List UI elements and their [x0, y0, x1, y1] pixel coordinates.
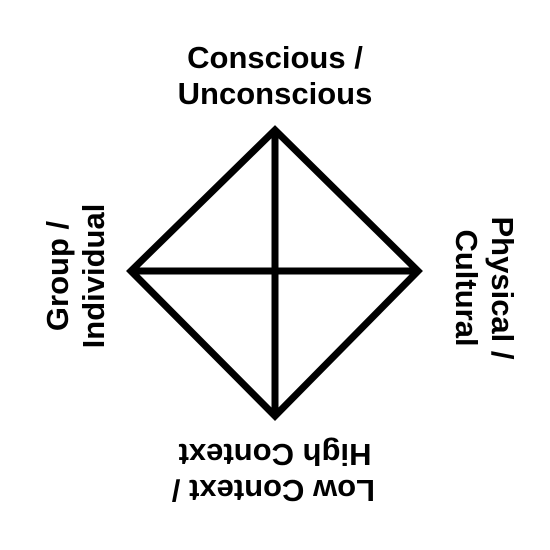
label-top-line-1: Conscious /: [187, 40, 363, 75]
label-top-line-2: Unconscious: [177, 76, 373, 111]
label-physical-cultural: Physical / Cultural: [448, 188, 520, 388]
label-low-high-context: Low Context / High Context: [171, 436, 375, 508]
label-group-individual: Group / Individual: [40, 176, 112, 376]
label-left-line-2: Individual: [76, 203, 111, 349]
label-bottom-line-2: High Context: [178, 437, 372, 472]
label-right-line-1: Physical /: [485, 216, 520, 360]
label-bottom-line-1: Low Context /: [171, 473, 375, 508]
label-left-line-1: Group /: [40, 220, 75, 332]
label-right-line-2: Cultural: [449, 229, 484, 347]
label-conscious-unconscious: Conscious / Unconscious: [175, 40, 375, 112]
